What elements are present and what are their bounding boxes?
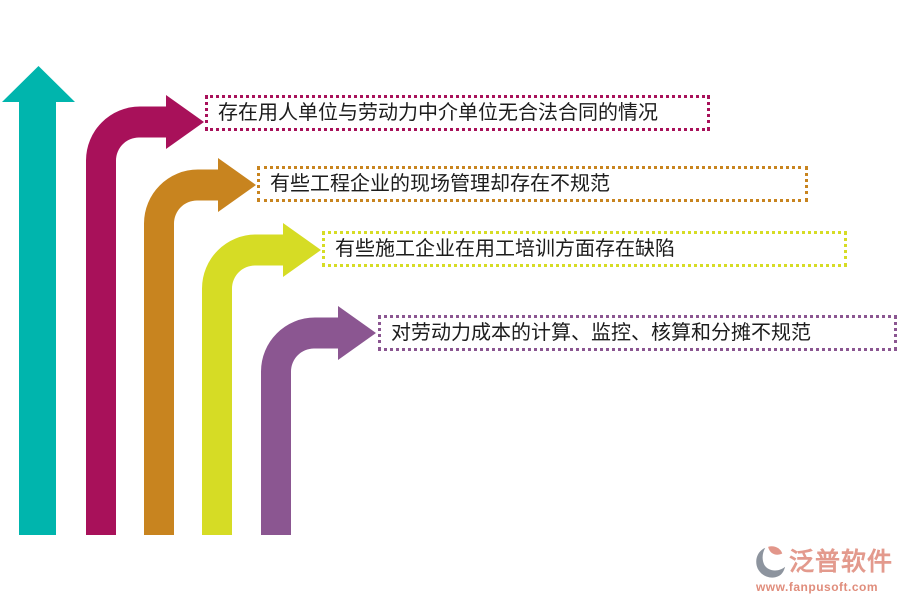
label-box-4: 对劳动力成本的计算、监控、核算和分摊不规范 [378,315,897,351]
elbow-arrow-4 [261,306,376,535]
logo-url: www.fanpusoft.com [755,580,879,594]
label-text-3: 有些施工企业在用工培训方面存在缺陷 [335,238,675,260]
label-text-4: 对劳动力成本的计算、监控、核算和分摊不规范 [391,322,811,344]
label-box-3: 有些施工企业在用工培训方面存在缺陷 [322,231,847,267]
logo-swirl-icon [756,546,786,578]
up-arrow [2,66,75,535]
logo-title: 泛普软件 [788,547,893,576]
elbow-arrow-2 [144,158,256,535]
elbow-arrow-1 [86,95,204,535]
brand-watermark: 泛普软件 www.fanpusoft.com [741,545,893,594]
label-box-2: 有些工程企业的现场管理却存在不规范 [257,166,808,202]
label-text-2: 有些工程企业的现场管理却存在不规范 [270,173,610,195]
elbow-arrow-3 [202,223,321,535]
label-text-1: 存在用人单位与劳动力中介单位无合法合同的情况 [218,102,658,124]
label-box-1: 存在用人单位与劳动力中介单位无合法合同的情况 [205,95,710,131]
